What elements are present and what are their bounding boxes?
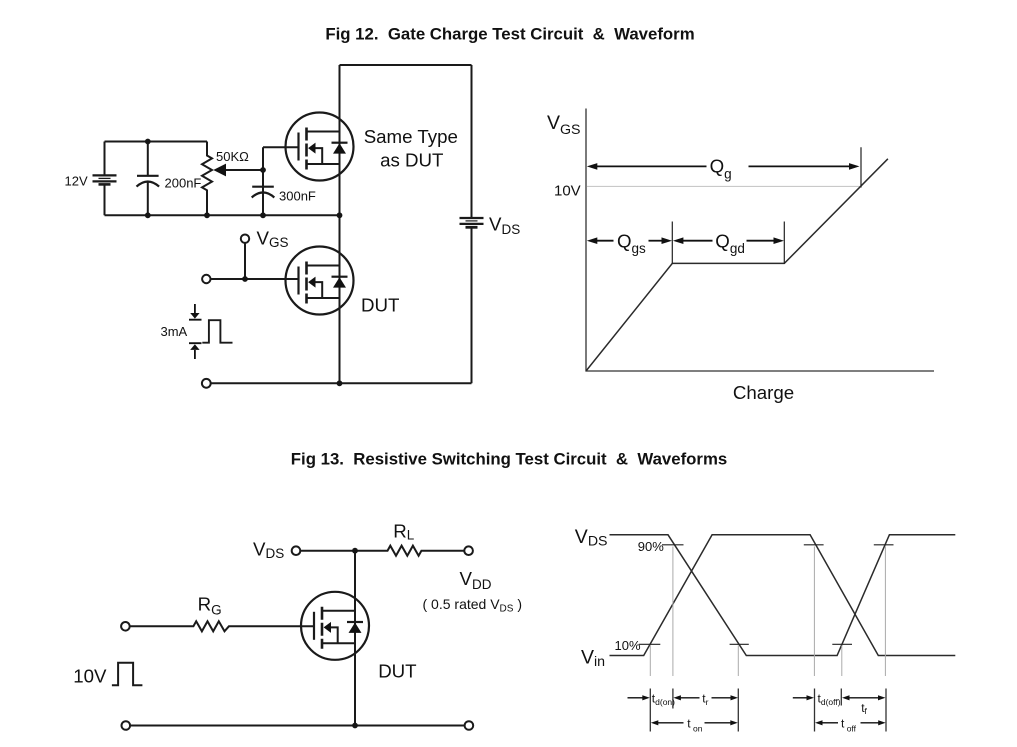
svg-text:( 0.5 rated VDS ): ( 0.5 rated VDS ) [423,596,523,615]
svg-text:10V: 10V [73,666,107,687]
svg-text:10%: 10% [615,638,641,653]
svg-text:12V: 12V [65,174,88,189]
svg-text:50KΩ: 50KΩ [216,149,249,164]
svg-text:90%: 90% [638,539,664,554]
svg-text:Charge: Charge [733,382,794,403]
svg-text:300nF: 300nF [279,189,316,204]
svg-text:DUT: DUT [361,295,399,316]
svg-text:tr: tr [702,691,708,707]
svg-text:200nF: 200nF [165,176,202,191]
svg-text:Same Type: Same Type [364,126,458,147]
svg-text:tf: tf [861,701,867,716]
svg-text:as DUT: as DUT [380,150,443,171]
svg-text:10V: 10V [554,182,581,199]
svg-text:Fig 12. Gate Charge Test Circ: Fig 12. Gate Charge Test Circuit & Wavef… [325,25,694,44]
svg-text:Fig 13. Resistive Switching T: Fig 13. Resistive Switching Test Circuit… [291,450,727,469]
svg-text:DUT: DUT [378,660,416,681]
svg-text:3mA: 3mA [161,324,188,339]
